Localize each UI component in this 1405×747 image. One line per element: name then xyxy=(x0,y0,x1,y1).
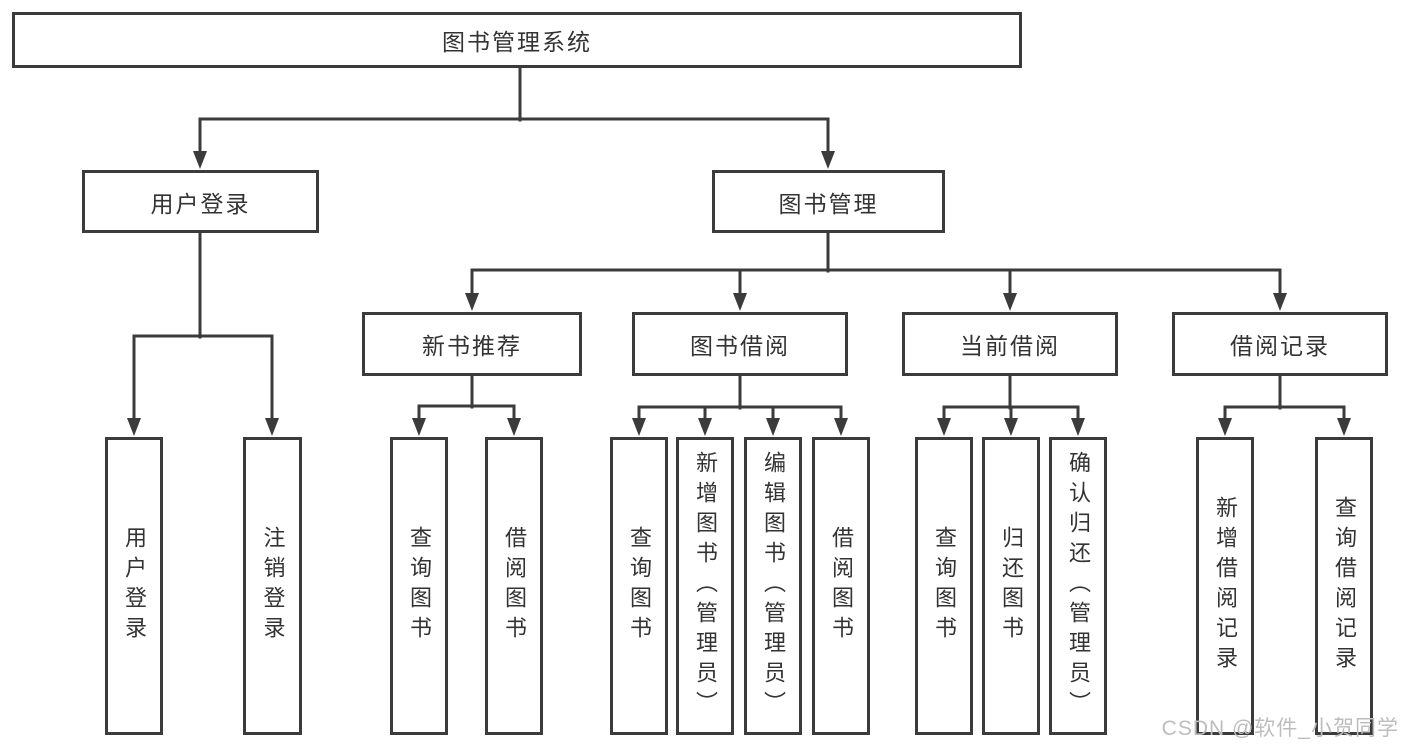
leaf-confirm-return-admin: 确认归还（管理员） xyxy=(1049,437,1107,735)
leaf-query-book-recommend: 查询图书 xyxy=(390,437,448,735)
csdn-watermark: CSDN @软件_小贺同学 xyxy=(1161,717,1399,740)
node-book-borrow: 图书借阅 xyxy=(632,312,848,376)
leaf-confirm-return-admin-label: 确认归还（管理员） xyxy=(1066,451,1091,721)
leaf-query-book-borrow-label: 查询图书 xyxy=(627,526,652,646)
node-book-borrow-label: 图书借阅 xyxy=(690,333,790,359)
leaf-query-borrow-record: 查询借阅记录 xyxy=(1315,437,1373,735)
leaf-add-book-admin: 新增图书（管理员） xyxy=(676,437,734,735)
leaf-borrow-book-label: 借阅图书 xyxy=(829,526,854,646)
leaf-query-book-recommend-label: 查询图书 xyxy=(407,526,432,646)
leaf-query-borrow-record-label: 查询借阅记录 xyxy=(1332,496,1357,676)
node-borrow-record-label: 借阅记录 xyxy=(1230,333,1330,359)
node-user-login: 用户登录 xyxy=(82,170,319,233)
leaf-add-borrow-record: 新增借阅记录 xyxy=(1196,437,1254,735)
node-current-borrow-label: 当前借阅 xyxy=(960,333,1060,359)
node-new-book-recommend-label: 新书推荐 xyxy=(422,333,522,359)
leaf-return-book: 归还图书 xyxy=(982,437,1040,735)
node-borrow-record: 借阅记录 xyxy=(1172,312,1388,376)
leaf-edit-book-admin: 编辑图书（管理员） xyxy=(744,437,802,735)
leaf-user-login: 用户登录 xyxy=(105,437,163,735)
leaf-query-book-current-label: 查询图书 xyxy=(932,526,957,646)
node-new-book-recommend: 新书推荐 xyxy=(362,312,582,376)
leaf-add-book-admin-label: 新增图书（管理员） xyxy=(693,451,718,721)
node-book-management-label: 图书管理 xyxy=(778,190,879,217)
node-library-system: 图书管理系统 xyxy=(12,12,1022,68)
leaf-edit-book-admin-label: 编辑图书（管理员） xyxy=(761,451,786,721)
node-library-system-label: 图书管理系统 xyxy=(442,29,592,55)
leaf-borrow-book-recommend: 借阅图书 xyxy=(485,437,543,735)
leaf-borrow-book-recommend-label: 借阅图书 xyxy=(502,526,527,646)
leaf-query-book-current: 查询图书 xyxy=(915,437,973,735)
leaf-logout-login-label: 注销登录 xyxy=(260,526,286,646)
node-book-management: 图书管理 xyxy=(712,170,945,233)
node-user-login-label: 用户登录 xyxy=(150,190,251,217)
leaf-return-book-label: 归还图书 xyxy=(999,526,1024,646)
leaf-add-borrow-record-label: 新增借阅记录 xyxy=(1213,496,1238,676)
leaf-user-login-label: 用户登录 xyxy=(122,526,147,646)
leaf-borrow-book: 借阅图书 xyxy=(812,437,870,735)
leaf-query-book-borrow: 查询图书 xyxy=(610,437,668,735)
leaf-logout-login: 注销登录 xyxy=(243,437,302,735)
node-current-borrow: 当前借阅 xyxy=(902,312,1118,376)
